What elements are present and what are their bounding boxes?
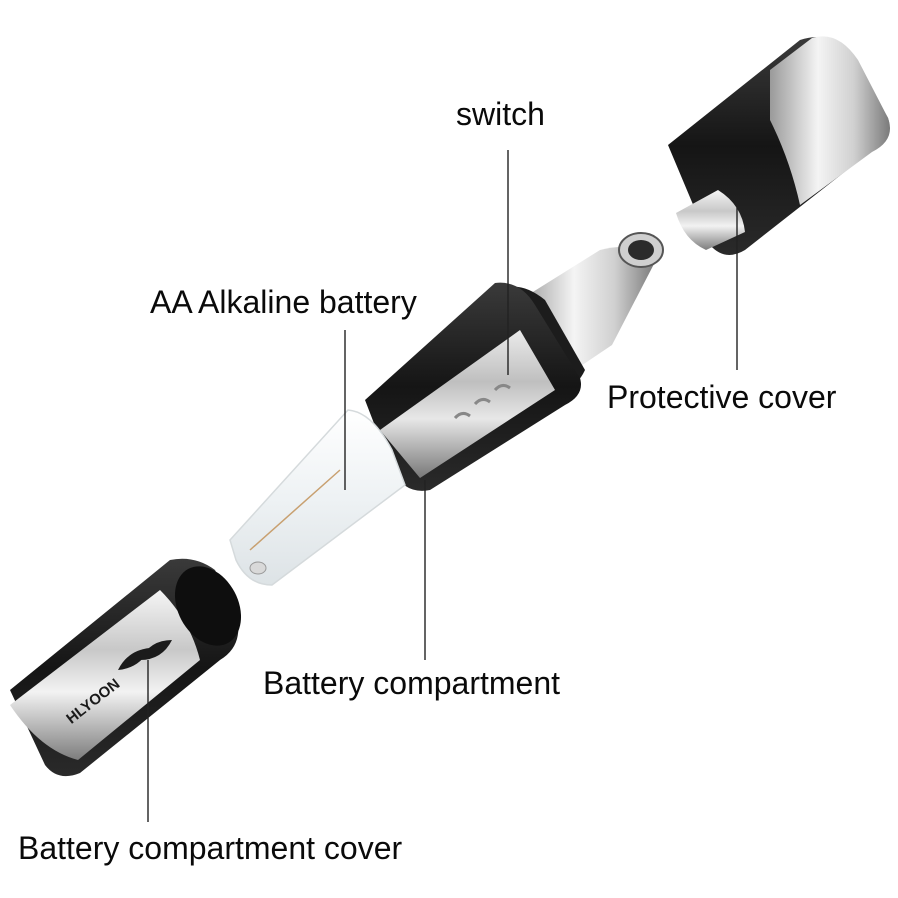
battery-compartment-label: Battery compartment xyxy=(263,665,560,701)
brand-leaf-icon xyxy=(118,640,172,670)
battery-compartment-part xyxy=(365,282,581,491)
switch-ridges xyxy=(453,383,511,420)
protective-cover-part xyxy=(668,36,890,255)
aa-battery-label: AA Alkaline battery xyxy=(150,284,417,320)
switch-label: switch xyxy=(456,96,545,132)
battery-compartment-cover-label: Battery compartment cover xyxy=(18,830,403,866)
battery-compartment-cover-part: HLYOON xyxy=(10,558,242,777)
protective-cover-label: Protective cover xyxy=(607,379,837,415)
aa-battery-part xyxy=(229,409,406,586)
